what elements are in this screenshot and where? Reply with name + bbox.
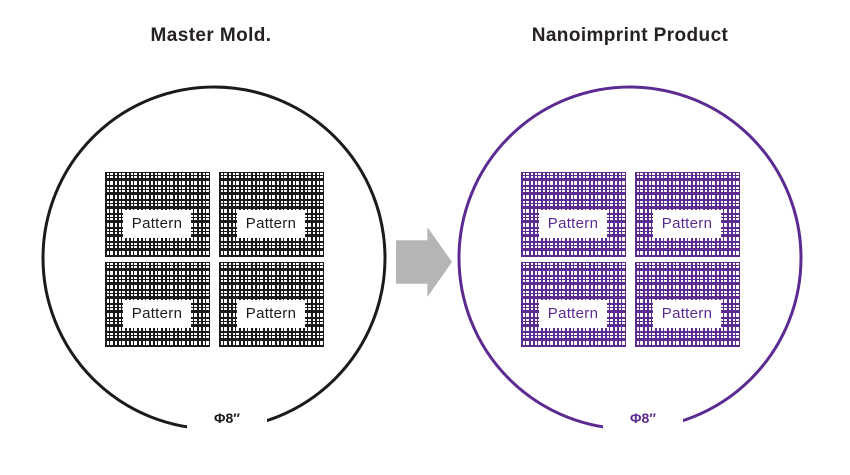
pattern-block: Pattern bbox=[105, 172, 210, 257]
pattern-block: Pattern bbox=[105, 262, 210, 347]
pattern-label: Pattern bbox=[653, 300, 721, 328]
wafer-diameter-label: Φ8″ bbox=[603, 403, 683, 433]
nanoimprint-product-wafer: Pattern Pattern Pattern Pattern Φ8″ bbox=[455, 83, 805, 433]
pattern-block: Pattern bbox=[219, 262, 324, 347]
master-mold-title: Master Mold. bbox=[150, 25, 272, 46]
pattern-block: Pattern bbox=[635, 172, 740, 257]
pattern-label: Pattern bbox=[539, 210, 607, 238]
wafer-outline-icon bbox=[457, 85, 803, 431]
pattern-label: Pattern bbox=[237, 300, 305, 328]
pattern-label: Pattern bbox=[653, 210, 721, 238]
pattern-label: Pattern bbox=[123, 300, 191, 328]
nanoimprint-product-title: Nanoimprint Product bbox=[531, 25, 729, 46]
pattern-block: Pattern bbox=[521, 262, 626, 347]
wafer-outline-icon bbox=[41, 85, 387, 431]
pattern-label: Pattern bbox=[237, 210, 305, 238]
pattern-block: Pattern bbox=[635, 262, 740, 347]
pattern-block: Pattern bbox=[219, 172, 324, 257]
process-arrow-icon bbox=[396, 227, 452, 297]
master-mold-wafer: Pattern Pattern Pattern Pattern Φ8″ bbox=[39, 83, 389, 433]
pattern-label: Pattern bbox=[539, 300, 607, 328]
wafer-diameter-label: Φ8″ bbox=[187, 403, 267, 433]
pattern-block: Pattern bbox=[521, 172, 626, 257]
pattern-label: Pattern bbox=[123, 210, 191, 238]
